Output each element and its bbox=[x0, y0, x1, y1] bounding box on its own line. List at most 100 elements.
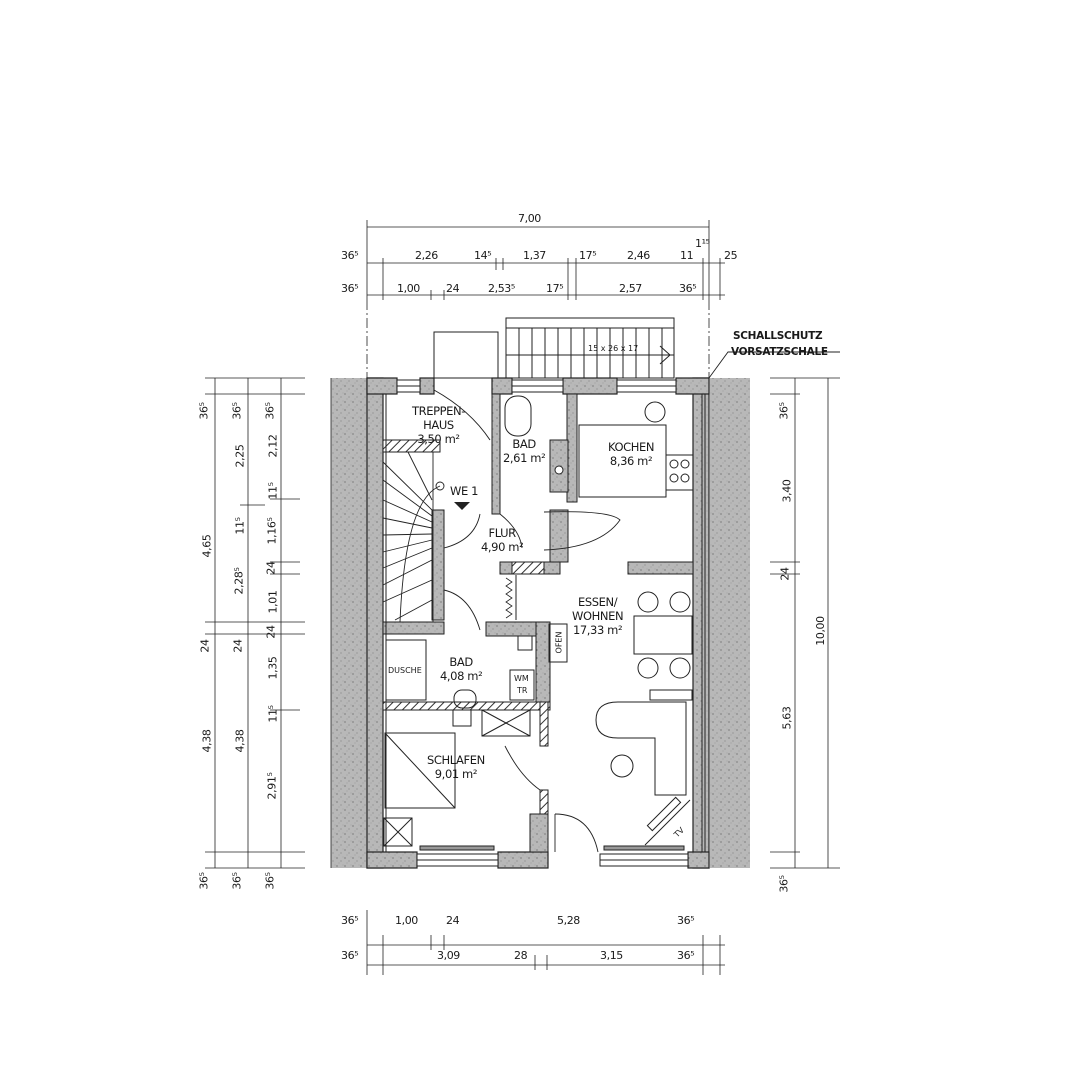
axis-lines bbox=[330, 300, 710, 868]
windows bbox=[396, 379, 689, 867]
dim-top-r2-1: 1,00 bbox=[397, 282, 420, 295]
room-bad-small: BAD 2,61 m² bbox=[503, 437, 546, 465]
dim-top-r2-2: 24 bbox=[446, 282, 460, 295]
dim-right-2: 24 bbox=[778, 567, 792, 581]
dim-left-c2-0: 36⁵ bbox=[230, 402, 244, 420]
dim-left-c3-2: 11⁵ bbox=[266, 482, 280, 500]
bedroom-fixtures bbox=[383, 575, 531, 847]
room-area: 8,36 m² bbox=[609, 454, 653, 468]
dim-left-c3-5: 1,01 bbox=[266, 590, 280, 614]
entrance-door bbox=[433, 331, 499, 441]
dim-left-c2-4: 24 bbox=[231, 639, 245, 653]
room-name-2: WOHNEN bbox=[572, 609, 624, 623]
dim-bottom-r1-3: 5,28 bbox=[557, 914, 580, 927]
dim-top-r1-4: 17⁵ bbox=[579, 249, 597, 262]
dim-left-c3-6: 24 bbox=[264, 625, 278, 639]
room-area: 3,50 m² bbox=[417, 432, 460, 446]
room-area: 17,33 m² bbox=[572, 623, 623, 637]
room-essen-wohnen: ESSEN/ WOHNEN 17,33 m² bbox=[572, 595, 624, 637]
dim-left-c2-1: 2,25 bbox=[233, 444, 247, 468]
dim-top-r1-0: 36⁵ bbox=[341, 249, 359, 262]
room-name: FLUR bbox=[488, 526, 517, 540]
room-kochen: KOCHEN 8,36 m² bbox=[608, 440, 655, 468]
dim-left-c3-0: 36⁵ bbox=[263, 402, 277, 420]
outdoor-stair-label: 15 x 26 x 17 bbox=[588, 344, 639, 353]
dimension-lines bbox=[205, 220, 840, 975]
wall-lines bbox=[385, 394, 706, 852]
dim-bottom-r1-2: 24 bbox=[446, 914, 460, 927]
fixture-ofen: OFEN bbox=[554, 631, 564, 654]
dim-top-r1-2: 14⁵ bbox=[474, 249, 492, 262]
doors bbox=[443, 511, 621, 853]
room-name: SCHLAFEN bbox=[427, 753, 485, 767]
dim-left-c3-4: 24 bbox=[264, 561, 278, 575]
dim-left-c2-2: 11⁵ bbox=[233, 517, 247, 535]
dim-left-c3-10: 36⁵ bbox=[263, 872, 277, 890]
dim-left-c1-0: 36⁵ bbox=[197, 402, 211, 420]
room-name: TREPPEN- bbox=[412, 404, 465, 418]
dim-top-r1-3: 1,37 bbox=[523, 249, 546, 262]
dim-left-c1-1: 4,65 bbox=[200, 534, 214, 558]
room-bad-large: BAD 4,08 m² bbox=[440, 655, 483, 683]
dim-left-c1-2: 24 bbox=[198, 639, 212, 653]
dim-left-c2-5: 4,38 bbox=[233, 729, 247, 753]
room-name: ESSEN/ bbox=[577, 595, 618, 609]
room-area: 9,01 m² bbox=[434, 767, 478, 781]
dim-bottom-r2-0: 36⁵ bbox=[341, 949, 359, 962]
dim-left-c1-4: 36⁵ bbox=[197, 872, 211, 890]
dim-top-r1-1: 2,26 bbox=[415, 249, 438, 262]
fixture-dusche: DUSCHE bbox=[388, 666, 422, 675]
unit-label: WE 1 bbox=[450, 484, 479, 498]
dim-bottom-r2-1: 3,09 bbox=[437, 949, 460, 962]
dim-top-total: 7,00 bbox=[518, 212, 541, 225]
dim-left-c1-3: 4,38 bbox=[200, 729, 214, 753]
unit-marker bbox=[454, 502, 470, 510]
dim-left-c3-3: 1,16⁵ bbox=[265, 517, 279, 545]
bathroom-fixtures bbox=[385, 395, 569, 709]
dim-left-c2-6: 36⁵ bbox=[230, 872, 244, 890]
dim-right-total: 10,00 bbox=[813, 616, 827, 646]
room-flur: FLUR 4,90 m² bbox=[481, 526, 524, 554]
room-name: KOCHEN bbox=[608, 440, 655, 454]
dim-right-0: 36⁵ bbox=[777, 402, 791, 420]
interior-walls bbox=[382, 393, 694, 853]
room-name: BAD bbox=[512, 437, 536, 451]
neighbor-wall-left bbox=[331, 378, 367, 868]
room-area: 4,90 m² bbox=[481, 540, 524, 554]
dim-top-r2-3: 2,53⁵ bbox=[488, 282, 515, 295]
dim-left-c3-8: 11⁵ bbox=[266, 705, 280, 723]
fixture-tr: TR bbox=[517, 686, 528, 695]
dim-top-r2-0: 36⁵ bbox=[341, 282, 359, 295]
stairwell bbox=[382, 451, 445, 623]
dim-left-c3-1: 2,12 bbox=[266, 434, 280, 458]
kitchen-fixtures bbox=[578, 401, 694, 498]
dim-top-r1-5: 2,46 bbox=[627, 249, 650, 262]
outdoor-stair bbox=[505, 317, 675, 379]
dim-bottom-r2-3: 3,15 bbox=[600, 949, 623, 962]
room-area: 2,61 m² bbox=[503, 451, 546, 465]
dim-top-r1-6: 11 bbox=[680, 249, 694, 262]
room-area: 4,08 m² bbox=[440, 669, 483, 683]
dim-top-r1-7: 1¹⁵ bbox=[695, 237, 710, 250]
dim-right-4: 36⁵ bbox=[777, 875, 791, 893]
room-name-2: HAUS bbox=[423, 418, 454, 432]
dim-left-c3-9: 2,91⁵ bbox=[265, 772, 279, 800]
dim-right-3: 5,63 bbox=[780, 706, 794, 730]
neighbor-wall-right bbox=[710, 378, 750, 868]
dim-top-r1-8: 25 bbox=[724, 249, 738, 262]
dim-bottom-r2-2: 28 bbox=[514, 949, 528, 962]
annotation-line-2: VORSATZSCHALE bbox=[731, 346, 828, 358]
dim-bottom-r1-1: 1,00 bbox=[395, 914, 418, 927]
annotation-leader bbox=[708, 351, 840, 379]
dim-left-c3-7: 1,35 bbox=[266, 656, 280, 680]
room-schlafen: SCHLAFEN 9,01 m² bbox=[427, 753, 485, 781]
dim-top-r2-5: 2,57 bbox=[619, 282, 642, 295]
dim-bottom-r1-0: 36⁵ bbox=[341, 914, 359, 927]
room-name: BAD bbox=[449, 655, 473, 669]
fixture-wm: WM bbox=[514, 674, 529, 683]
dim-bottom-r1-4: 36⁵ bbox=[677, 914, 695, 927]
dining-fixtures bbox=[548, 591, 693, 846]
dim-left-c2-3: 2,28⁵ bbox=[232, 567, 246, 595]
dim-bottom-r2-4: 36⁵ bbox=[677, 949, 695, 962]
